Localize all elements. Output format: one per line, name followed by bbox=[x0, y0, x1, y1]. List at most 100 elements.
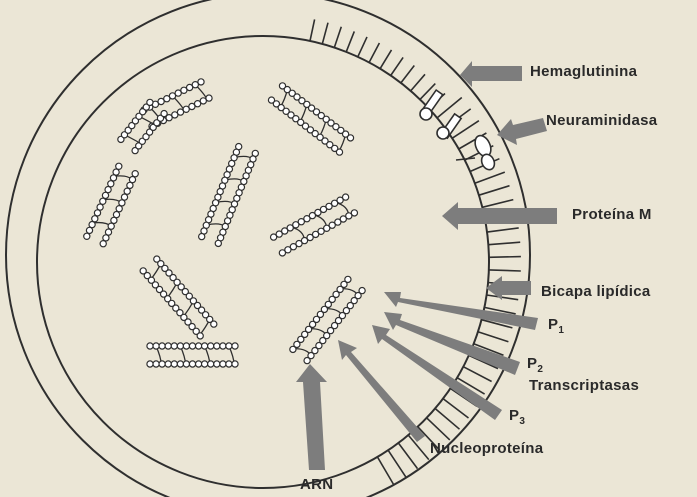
rnp-bead bbox=[165, 343, 171, 349]
inner-membrane-ring bbox=[37, 36, 489, 488]
rnp-bead bbox=[226, 361, 232, 367]
p3-subscript: 3 bbox=[519, 416, 525, 427]
rnp-bead bbox=[220, 361, 226, 367]
p2-subscript: 2 bbox=[537, 364, 543, 375]
nucleoproteina-label: Nucleoproteína bbox=[430, 440, 543, 457]
rnp-bead bbox=[124, 188, 130, 194]
rnp-bead bbox=[211, 321, 217, 327]
rnp-bead bbox=[161, 111, 167, 117]
rnp-bead bbox=[196, 361, 202, 367]
p1-label: P1 bbox=[548, 316, 564, 333]
rnp-segment bbox=[140, 256, 217, 339]
membrane-spike bbox=[427, 418, 450, 440]
rnp-bead bbox=[206, 95, 212, 101]
rnp-bead bbox=[100, 241, 106, 247]
rnp-bead bbox=[147, 361, 153, 367]
membrane-spike bbox=[369, 43, 379, 63]
rnp-bead bbox=[171, 361, 177, 367]
rnp-bead bbox=[132, 171, 138, 177]
rnp-bead bbox=[197, 333, 203, 339]
rnp-bead bbox=[159, 343, 165, 349]
membrane-spike bbox=[322, 23, 328, 44]
membrane-spike bbox=[463, 367, 491, 382]
rnp-bead bbox=[171, 343, 177, 349]
arn-label: ARN bbox=[300, 476, 333, 493]
rnp-bead bbox=[147, 99, 153, 105]
rnp-bead bbox=[208, 343, 214, 349]
rnp-bead bbox=[279, 250, 285, 256]
rnp-bead bbox=[226, 343, 232, 349]
p3-label: P3 bbox=[509, 407, 525, 424]
rnp-bead bbox=[189, 361, 195, 367]
transcriptasas-label: Transcriptasas bbox=[529, 377, 639, 394]
p2-letter: P bbox=[527, 355, 537, 372]
rnp-bead bbox=[214, 343, 220, 349]
rnp-bead bbox=[183, 361, 189, 367]
rnp-segment bbox=[84, 163, 139, 247]
rnp-bead bbox=[153, 361, 159, 367]
rnp-bead bbox=[214, 361, 220, 367]
membrane-spike bbox=[358, 37, 367, 57]
membrane-spike bbox=[437, 98, 462, 118]
membrane-spike bbox=[489, 257, 521, 258]
rnp-bead bbox=[177, 343, 183, 349]
rnp-bead bbox=[153, 343, 159, 349]
ribonucleoprotein-segments bbox=[84, 79, 366, 367]
hemaglutinina-arrow bbox=[460, 61, 522, 87]
membrane-spike bbox=[334, 27, 341, 48]
rnp-bead bbox=[177, 361, 183, 367]
membrane-spike bbox=[310, 19, 315, 41]
rnp-bead bbox=[208, 361, 214, 367]
rnp-bead bbox=[220, 343, 226, 349]
rnp-bead bbox=[196, 343, 202, 349]
rnp-bead bbox=[199, 234, 205, 240]
membrane-spike bbox=[478, 332, 509, 342]
rnp-bead bbox=[110, 175, 116, 181]
membrane-spike bbox=[401, 66, 414, 83]
rnp-segment bbox=[268, 83, 353, 155]
membrane-spike bbox=[377, 457, 393, 485]
rnp-bead bbox=[347, 135, 353, 141]
membrane-spike bbox=[411, 74, 425, 91]
membrane-spike bbox=[388, 450, 406, 477]
rnp-bead bbox=[94, 210, 100, 216]
rnp-bead bbox=[304, 358, 310, 364]
rnp-bead bbox=[336, 149, 342, 155]
rnp-bead bbox=[215, 240, 221, 246]
rnp-bead bbox=[202, 343, 208, 349]
membrane-spike bbox=[346, 31, 354, 52]
rnp-bead bbox=[189, 343, 195, 349]
rnp-bead bbox=[86, 227, 92, 233]
rnp-segment bbox=[290, 276, 365, 363]
membrane-spike bbox=[479, 186, 510, 196]
rnp-bead bbox=[84, 233, 90, 239]
hemaglutinina-label: Hemaglutinina bbox=[530, 63, 637, 80]
rnp-segment bbox=[199, 144, 259, 247]
membrane-spike bbox=[398, 443, 417, 469]
bicapa-lipidica-label: Bicapa lipídica bbox=[541, 283, 651, 300]
proteina-m-arrow bbox=[442, 202, 557, 230]
membrane-spike bbox=[435, 409, 459, 430]
p3-letter: P bbox=[509, 407, 519, 424]
membrane-spike bbox=[482, 200, 513, 208]
p1-letter: P bbox=[548, 316, 558, 333]
p1-subscript: 1 bbox=[558, 325, 564, 336]
rnp-bead bbox=[147, 343, 153, 349]
rnp-bead bbox=[232, 343, 238, 349]
arn-arrow bbox=[296, 364, 327, 470]
membrane-spike bbox=[443, 399, 469, 418]
rnp-bead bbox=[271, 234, 277, 240]
rnp-bead bbox=[108, 223, 114, 229]
neuraminidasa-label: Neuraminidasa bbox=[546, 112, 657, 129]
membrane-spike bbox=[391, 57, 403, 75]
rnp-bead bbox=[198, 79, 204, 85]
rnp-bead bbox=[159, 361, 165, 367]
rnp-bead bbox=[165, 361, 171, 367]
rnp-bead bbox=[102, 192, 108, 198]
membrane-spike bbox=[380, 50, 391, 69]
rnp-bead bbox=[116, 206, 122, 212]
membrane-spike bbox=[488, 242, 520, 245]
p2-label: P2 bbox=[527, 355, 543, 372]
rnp-segment bbox=[147, 343, 238, 367]
rnp-segment bbox=[271, 194, 358, 256]
